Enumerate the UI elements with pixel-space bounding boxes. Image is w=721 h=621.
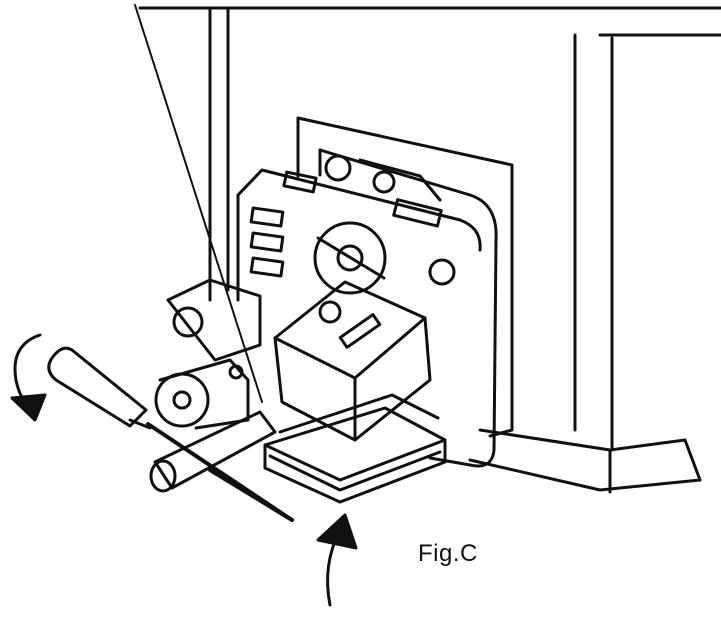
gas-valve-body (236, 148, 498, 468)
mounting-plate (296, 116, 514, 438)
control-box (273, 280, 432, 442)
gas-pipe-handle (149, 410, 294, 522)
curved-arrow-up-icon (316, 513, 358, 607)
valve-base-block (263, 393, 447, 504)
figure-caption: Fig.C (418, 540, 478, 567)
left-fittings (154, 278, 262, 430)
screwdriver (47, 346, 294, 522)
boiler-casing (134, 4, 721, 494)
curved-arrow-counterclockwise-icon (10, 333, 47, 422)
